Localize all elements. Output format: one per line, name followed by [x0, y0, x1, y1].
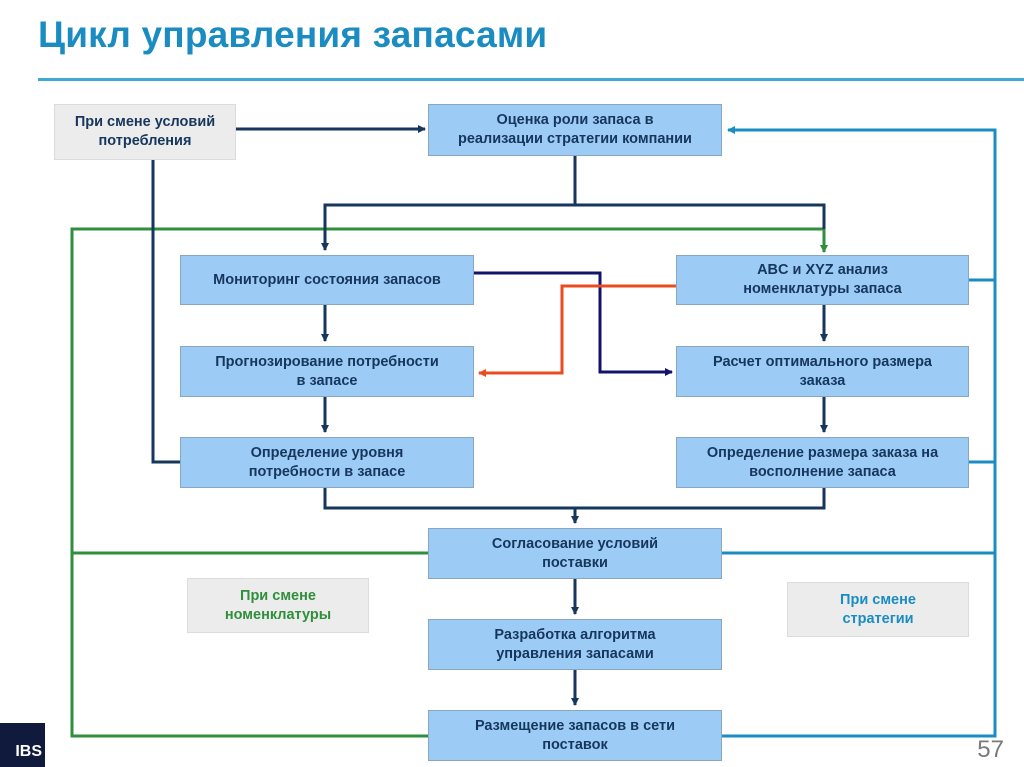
- node-strategy-change: При смене стратегии: [787, 582, 969, 637]
- node-role-assessment: Оценка роли запаса в реализации стратеги…: [428, 104, 722, 156]
- connector-placement-to-abc-green: [70, 227, 828, 738]
- connector-abc-to-forecasting-orange: [478, 284, 676, 377]
- node-abc-xyz: ABC и XYZ анализ номенклатуры запаса: [676, 255, 969, 305]
- node-demand-level: Определение уровня потребности в запасе: [180, 437, 474, 488]
- node-label: Прогнозирование потребности в запасе: [215, 353, 439, 389]
- connector-demand-level-to-supply: [323, 488, 826, 510]
- node-label: Размещение запасов в сети поставок: [474, 717, 676, 753]
- logo-text: IBS: [15, 743, 42, 760]
- node-monitoring: Мониторинг состояния запасов: [180, 255, 474, 305]
- node-label: Определение размера заказа на восполнени…: [706, 444, 939, 480]
- page-number: 57: [977, 736, 1004, 763]
- node-label: Расчет оптимального размера заказа: [712, 353, 932, 389]
- ibs-logo: IBS: [0, 723, 45, 767]
- slide-title: Цикл управления запасами: [38, 14, 548, 55]
- node-label: Согласование условий поставки: [491, 535, 659, 571]
- connector-monitoring-to-optimal-order-navy: [474, 271, 673, 376]
- connector-role-to-monitoring: [321, 155, 577, 251]
- node-nomenclature-change: При смене номенклатуры: [187, 578, 369, 633]
- connector-consumption-to-demand-level: [151, 160, 180, 464]
- node-label: При смене условий потребления: [74, 114, 216, 149]
- node-label: ABC и XYZ анализ номенклатуры запаса: [743, 262, 902, 297]
- node-algorithm-dev: Разработка алгоритма управления запасами: [428, 619, 722, 670]
- title-divider: [38, 78, 1024, 81]
- node-supply-terms: Согласование условий поставки: [428, 528, 722, 579]
- node-placement: Размещение запасов в сети поставок: [428, 710, 722, 761]
- node-forecasting: Прогнозирование потребности в запасе: [180, 346, 474, 397]
- node-optimal-order: Расчет оптимального размера заказа: [676, 346, 969, 397]
- node-label: Мониторинг состояния запасов: [213, 271, 441, 288]
- node-replenishment-order: Определение размера заказа на восполнени…: [676, 437, 969, 488]
- node-consumption-change: При смене условий потребления: [54, 104, 236, 160]
- node-label: Определение уровня потребности в запасе: [248, 444, 406, 480]
- connector-placement-to-role-cyan: [722, 126, 997, 738]
- connector-role-to-abc: [575, 203, 826, 229]
- node-label: При смене номенклатуры: [224, 587, 332, 623]
- node-label: Оценка роли запаса в реализации стратеги…: [458, 112, 692, 147]
- node-label: При смене стратегии: [840, 591, 916, 627]
- node-label: Разработка алгоритма управления запасами: [494, 626, 656, 662]
